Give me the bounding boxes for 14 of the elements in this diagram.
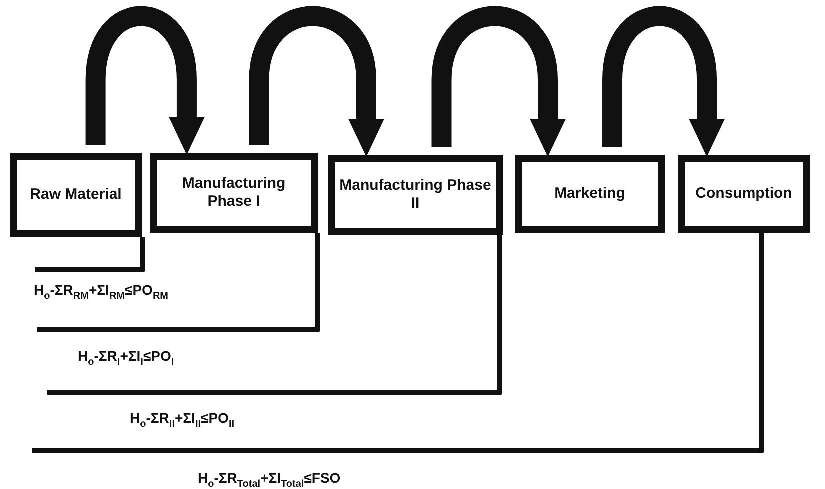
stage-label: Manufacturing Phase I xyxy=(181,175,287,211)
stage-box xyxy=(515,155,665,233)
formula-label: H$_{o}$-ΣR$_{I}$+ΣI$_{I}$≤PO$_{I}$ xyxy=(78,348,174,368)
stage-box xyxy=(10,153,142,237)
stage-label: Marketing xyxy=(554,185,626,203)
stage-box xyxy=(328,155,503,235)
stage-label: Manufacturing Phase II xyxy=(338,177,492,213)
stage-box xyxy=(150,153,318,233)
formula-label: H$_{o}$-ΣR$_{Total}$+ΣI$_{Total}$≤FSO xyxy=(198,470,341,489)
stage-label: Raw Material xyxy=(29,186,123,204)
stage-label: Consumption xyxy=(694,185,794,203)
formula-label: H$_{o}$-ΣR$_{II}$+ΣI$_{II}$≤PO$_{II}$ xyxy=(130,410,234,430)
formula-label: H$_{o}$-ΣR$_{RM}$+ΣI$_{RM}$≤PO$_{RM}$ xyxy=(34,282,168,302)
stage-box xyxy=(678,155,810,233)
